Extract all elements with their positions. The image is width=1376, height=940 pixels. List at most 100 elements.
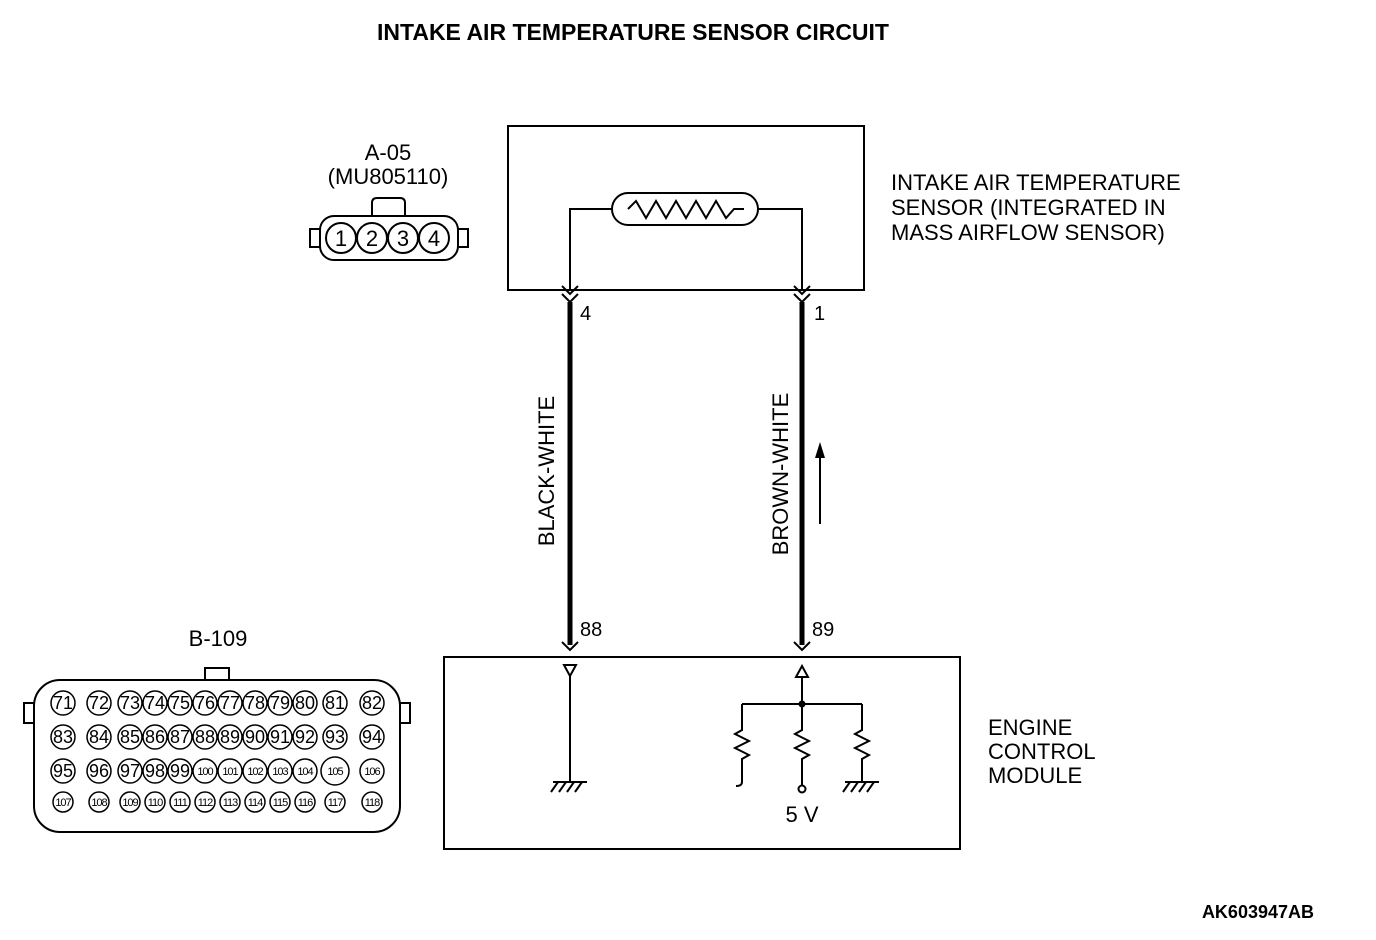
connector-b109-pin-label: 84	[89, 727, 109, 747]
connector-b109-pin-label: 109	[122, 797, 138, 809]
connector-b109-pin-label: 74	[145, 693, 165, 713]
connector-b109-pin-label: 85	[120, 727, 140, 747]
connector-b109-pin-label: 105	[327, 766, 343, 778]
connector-b109-pin-cavity	[169, 791, 191, 813]
connector-b109-pin-label: 72	[89, 693, 109, 713]
connector-b109-pin-label: 71	[53, 693, 73, 713]
connector-b109-pin-cavity	[244, 791, 266, 813]
connector-b109-pin-cavity	[144, 791, 166, 813]
connector-b109-pin-label: 78	[245, 693, 265, 713]
connector-b109-pin-label: 92	[295, 727, 315, 747]
connector-b109-pin-cavity	[242, 758, 268, 784]
sensor-box	[507, 125, 865, 304]
connector-b109-pin-label: 99	[170, 761, 190, 781]
connector-b109-pin-cavity	[52, 791, 74, 813]
connector-a05-pin-label: 2	[366, 226, 378, 251]
connector-b109-pin-cavity	[324, 791, 346, 813]
connector-a05-part: (MU805110)	[328, 164, 449, 189]
connector-b109-pin-label: 114	[248, 797, 263, 809]
connector-a05-pin-label: 3	[397, 226, 409, 251]
connector-b109-pin-label: 94	[362, 727, 382, 747]
connector-b109-id: B-109	[189, 626, 248, 651]
connector-b109-pin-cavity	[167, 690, 193, 716]
ecm-box: 5 V	[443, 656, 961, 850]
connector-b109-pin-cavity	[192, 758, 218, 784]
ground-symbol-left	[550, 781, 587, 793]
connector-b109-pin-cavity	[322, 724, 348, 750]
connector-b109-pin-label: 104	[297, 766, 313, 778]
connector-b109-pin-label: 76	[195, 693, 215, 713]
connector-b109-pin-cavity	[50, 690, 76, 716]
connector-b109-pin-cavity	[88, 791, 110, 813]
connector-b109-pin-label: 103	[272, 766, 288, 778]
connector-b109-pin-cavity	[167, 758, 193, 784]
connector-b109-pin-cavity	[142, 690, 168, 716]
connector-b109-pin-cavity	[117, 690, 143, 716]
resistor-left	[732, 704, 752, 782]
current-direction-arrow	[815, 442, 825, 524]
connector-b109-pin-cavity	[217, 758, 243, 784]
ecm-pin-88: 88	[580, 619, 602, 641]
connector-b109-pin-label: 80	[295, 693, 315, 713]
connector-b109-pin-label: 107	[55, 797, 71, 809]
connector-b109-pin-cavity	[359, 690, 385, 716]
connector-b109-pin-label: 90	[245, 727, 265, 747]
connector-b109-pin-cavity	[292, 758, 318, 784]
connector-b109-pin-cavity	[267, 724, 293, 750]
connector-b109-pin-label: 83	[53, 727, 73, 747]
sensor-pin-1: 1	[814, 303, 825, 325]
connector-b109-pin-label: 97	[120, 761, 140, 781]
resistor-right	[852, 704, 872, 782]
connector-b109-pin-label: 81	[325, 693, 345, 713]
connector-b109-pin-label: 79	[270, 693, 290, 713]
connector-b109-pin-label: 96	[89, 761, 109, 781]
connector-b109-pin-cavity	[359, 724, 385, 750]
ground-symbol-right	[842, 781, 879, 793]
connector-b109-pin-label: 91	[270, 727, 290, 747]
5v-supply-terminal	[797, 784, 807, 794]
connector-b109-pin-label: 95	[53, 761, 73, 781]
connector-b109-pin-cavity	[86, 724, 112, 750]
connector-b109-pin-cavity	[142, 758, 168, 784]
connector-a05-pin-label: 1	[335, 226, 347, 251]
connector-b109-pin-cavity	[294, 791, 316, 813]
connector-b109-pin-label: 100	[197, 766, 213, 778]
connector-b109-pin-cavity	[292, 690, 318, 716]
connector-b109-pin-label: 86	[145, 727, 165, 747]
connector-b109-pin-label: 108	[91, 797, 107, 809]
connector-a05-pin-label: 4	[428, 226, 440, 251]
connector-b109-pin-cavity	[50, 758, 76, 784]
connector-b109-pin-label: 89	[220, 727, 240, 747]
connector-b109-pin-cavity	[142, 724, 168, 750]
connector-b109-pin-cavity	[117, 724, 143, 750]
connector-b109-pin-cavity	[217, 690, 243, 716]
connector-b109-pin-label: 88	[195, 727, 215, 747]
connector-b109-pin-label: 77	[220, 693, 240, 713]
connector-b109-pin-cavity	[320, 756, 350, 786]
connector-b109-pin-cavity	[167, 724, 193, 750]
connector-b109-pin-cavity	[359, 758, 385, 784]
connector-b109-pin-label: 93	[325, 727, 345, 747]
connector-b109-pin-label: 111	[173, 797, 188, 809]
sensor-name: INTAKE AIR TEMPERATURE SENSOR (INTEGRATE…	[891, 170, 1187, 245]
connector-b109-pin-cavity	[267, 758, 293, 784]
connector-b109-pin-cavity	[242, 690, 268, 716]
connector-a05-pin-cavity	[418, 222, 450, 254]
connector-b109-pin-cavity	[267, 690, 293, 716]
connector-b109-pin-label: 82	[362, 693, 382, 713]
connector-b109-pin-label: 110	[148, 797, 163, 809]
wire-label-black-white: BLACK-WHITE	[534, 396, 559, 546]
thermistor-zigzag	[627, 199, 744, 220]
connector-b109-pin-cavity	[292, 724, 318, 750]
connector-b109-pin-cavity	[361, 791, 383, 813]
connector-b109-pin-label: 117	[328, 797, 343, 809]
connector-b109-pin-cavity	[117, 758, 143, 784]
connector-b109-pin-cavity	[50, 724, 76, 750]
sensor-pin-4: 4	[580, 303, 591, 325]
connector-b109-pin-label: 101	[222, 766, 238, 778]
figure-code: AK603947AB	[1202, 902, 1314, 922]
connector-b109-pin-cavity	[219, 791, 241, 813]
connector-b109-pin-label: 73	[120, 693, 140, 713]
